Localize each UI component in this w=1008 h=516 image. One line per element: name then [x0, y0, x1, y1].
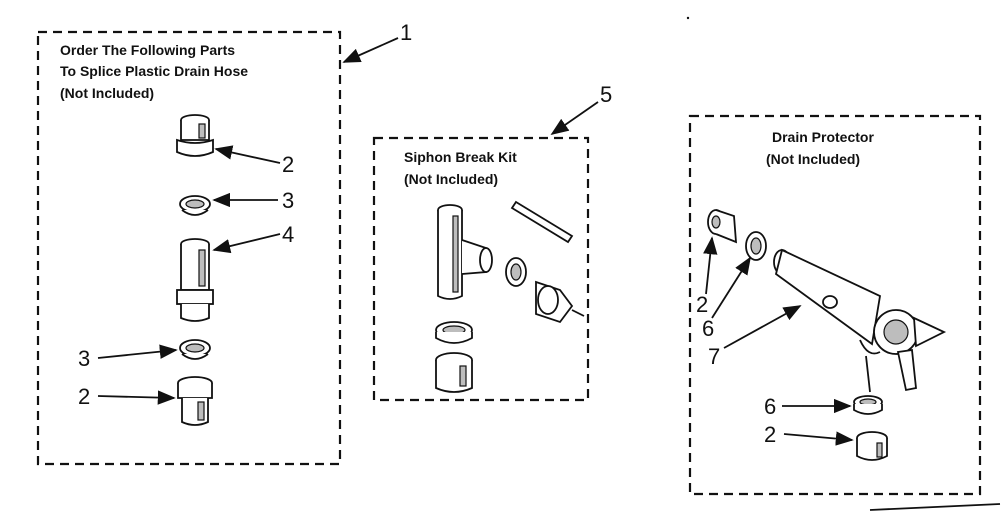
callout-5-leader	[550, 101, 599, 136]
siphon-pin-part	[510, 200, 574, 244]
callout-1-leader	[342, 37, 399, 63]
drain-protector-group: Drain Protector (Not Included)	[688, 114, 982, 496]
splice-kit-title-line-3: (Not Included)	[60, 85, 154, 101]
splice-kit-box	[36, 30, 342, 466]
splice-kit-group: Order The Following Parts To Splice Plas…	[36, 20, 412, 466]
dot-mark	[686, 16, 690, 20]
siphon-adapter-bottom-part	[435, 352, 473, 393]
callout-drain-2-bottom-leader	[783, 431, 854, 446]
callout-4-label: 4	[282, 222, 294, 247]
corner-mark	[869, 503, 1001, 511]
callout-3-bottom-leader	[97, 344, 178, 359]
callout-drain-6-top-label: 6	[702, 316, 714, 341]
drain-clamp-top-part	[745, 231, 767, 261]
siphon-kit-group: Siphon Break Kit (Not Included) 5	[372, 82, 612, 402]
callout-drain-2-top-label: 2	[696, 292, 708, 317]
drain-protector-body-part	[773, 248, 947, 392]
drain-adapter-top-part	[707, 209, 738, 244]
splice-kit-title-line-1: Order The Following Parts	[60, 42, 235, 58]
drain-adapter-bottom-part	[856, 431, 888, 461]
callout-3-top-label: 3	[282, 188, 294, 213]
callout-2-top-label: 2	[282, 152, 294, 177]
drain-body-stem-line	[865, 355, 871, 393]
callout-drain-2-bottom-label: 2	[764, 422, 776, 447]
drain-protector-box	[688, 114, 982, 496]
callout-4-leader	[212, 233, 281, 254]
siphon-adapter-right-part	[535, 280, 585, 324]
siphon-kit-title-line-2: (Not Included)	[404, 171, 498, 187]
siphon-clamp-right-part	[505, 257, 527, 287]
callout-2-bottom-label: 2	[78, 384, 90, 409]
drain-protector-title-line-2: (Not Included)	[766, 151, 860, 167]
drain-protector-title-line-1: Drain Protector	[772, 129, 874, 145]
splice-kit-title-line-2: To Splice Plastic Drain Hose	[60, 63, 248, 79]
callout-5-label: 5	[600, 82, 612, 107]
callout-drain-7-label: 7	[708, 344, 720, 369]
clamp-bottom-part	[179, 339, 211, 360]
hose-adapter-bottom-part	[177, 376, 213, 426]
connector-tube-part	[176, 238, 214, 322]
clamp-top-part	[179, 195, 211, 216]
callout-3-bottom-label: 3	[78, 346, 90, 371]
hose-adapter-top-part	[176, 114, 214, 157]
callout-drain-6-top-leader	[711, 256, 751, 319]
siphon-kit-title-line-1: Siphon Break Kit	[404, 149, 517, 165]
siphon-clamp-bottom-part	[435, 321, 473, 344]
callout-drain-2-top-leader	[703, 236, 718, 295]
callout-2-bottom-leader	[97, 390, 176, 405]
callout-drain-7-leader	[723, 305, 802, 349]
callout-drain-6-bottom-label: 6	[764, 394, 776, 419]
callout-2-top-leader	[214, 145, 281, 164]
callout-1-label: 1	[400, 20, 412, 45]
siphon-tee-part	[437, 204, 493, 300]
drain-clamp-bottom-part	[853, 395, 883, 415]
siphon-kit-box	[372, 136, 590, 402]
